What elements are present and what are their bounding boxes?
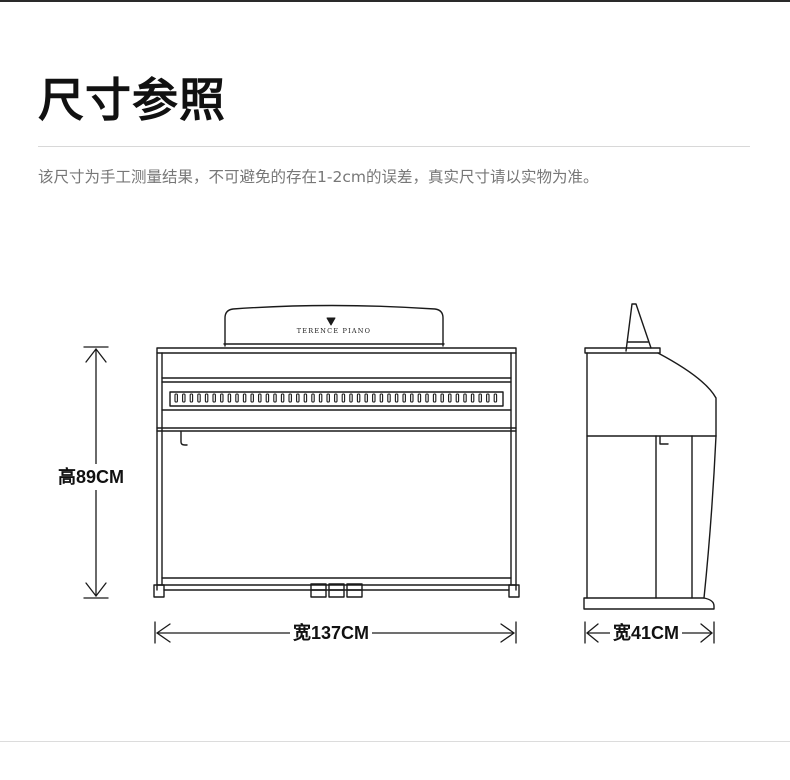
black-keys [174, 393, 498, 403]
title-divider [38, 146, 750, 147]
side-music-stand [625, 303, 652, 352]
depth-label: 宽41CM [610, 622, 683, 644]
brand-logo-icon [326, 317, 336, 326]
piano-side-view [583, 303, 717, 610]
height-label: 高89CM [58, 464, 125, 490]
page-title: 尺寸参照 [38, 73, 226, 127]
music-rest [224, 304, 444, 347]
piano-front-view [153, 304, 520, 598]
headphone-hook [180, 431, 188, 446]
brand-name: TERENCE PIANO [297, 327, 371, 335]
bottom-divider [0, 741, 790, 742]
top-border [0, 0, 790, 2]
measurement-note: 该尺寸为手工测量结果，不可避免的存在1-2cm的误差，真实尺寸请以实物为准。 [38, 168, 599, 186]
width-label: 宽137CM [290, 622, 373, 644]
pedals [310, 583, 363, 598]
keyboard [169, 391, 504, 407]
